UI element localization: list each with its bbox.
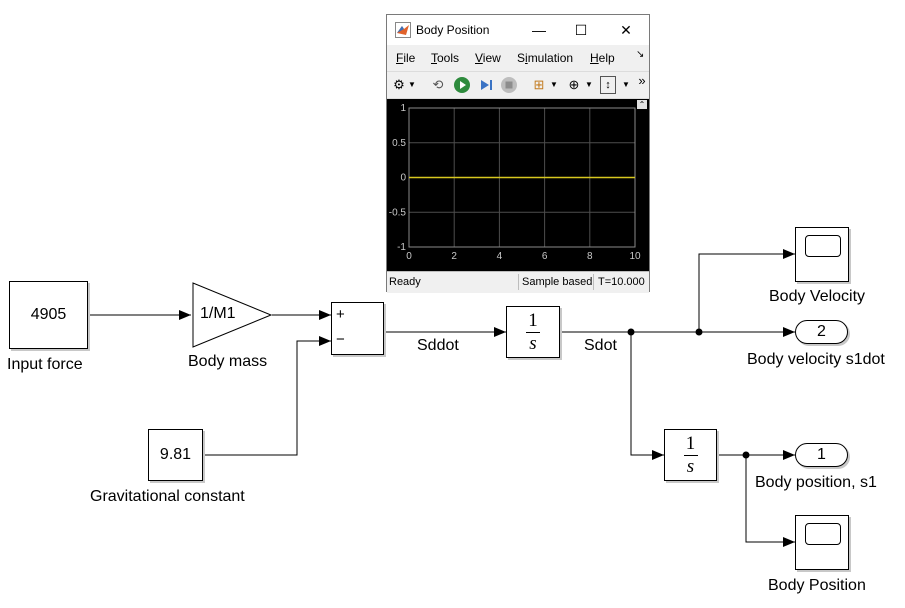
- outport-number: 1: [817, 446, 826, 463]
- scope-plot: 0 2 4 6 8 10 1 0.5 0 -0.5 -1: [389, 103, 641, 262]
- x-tick-label: 0: [406, 251, 412, 262]
- zoom-icon[interactable]: ⊕: [568, 77, 580, 92]
- scope-plot-area: 0 2 4 6 8 10 1 0.5 0 -0.5 -1 ⌃: [387, 99, 649, 271]
- status-time: T=10.000: [593, 274, 645, 290]
- menu-view[interactable]: View: [475, 51, 501, 65]
- scope-block-position[interactable]: [795, 515, 849, 570]
- dropdown-arrow-icon[interactable]: ▼: [622, 80, 630, 89]
- x-tick-label: 2: [451, 251, 457, 262]
- fraction-bar: [526, 331, 540, 333]
- dropdown-arrow-icon[interactable]: ▼: [585, 80, 593, 89]
- x-tick-label: 6: [542, 251, 548, 262]
- body-position-label: Body Position: [768, 577, 866, 594]
- scale-axes-icon[interactable]: ↕: [600, 76, 616, 94]
- step-back-icon[interactable]: ⟲: [432, 77, 444, 92]
- x-tick-label: 4: [497, 251, 503, 262]
- line-branch-to-position-scope: [745, 455, 795, 547]
- gravitational-constant-label: Gravitational constant: [90, 488, 245, 505]
- toolbar-overflow-icon[interactable]: »: [638, 73, 646, 88]
- dropdown-arrow-icon[interactable]: ▼: [408, 80, 416, 89]
- input-force-label: Input force: [7, 356, 83, 373]
- constant-block-input-force[interactable]: 4905: [9, 281, 88, 349]
- scope-block-velocity[interactable]: [795, 227, 849, 282]
- tf-numerator: 1: [528, 309, 538, 331]
- line-branch-to-int2: [630, 332, 664, 460]
- signal-label-sddot: Sddot: [417, 337, 459, 354]
- status-mode: Sample based: [518, 274, 592, 290]
- outport-number: 2: [817, 323, 826, 340]
- body-velocity-label: Body Velocity: [769, 288, 866, 305]
- transfer-function: 1 s: [526, 309, 540, 354]
- menu-bar: File Tools View Simulation Help ↘: [387, 47, 649, 69]
- body-velocity-s1dot-label: Body velocity s1dot: [747, 351, 885, 368]
- menu-simulation[interactable]: Simulation: [517, 51, 574, 65]
- signal-label-sdot: Sdot: [584, 337, 617, 354]
- window-title-bar[interactable]: Body Position — ☐ ✕: [387, 15, 649, 45]
- highlight-icon[interactable]: ⊞: [533, 77, 545, 92]
- gain-value[interactable]: 1/M1: [200, 305, 236, 322]
- constant-value: 4905: [30, 306, 67, 323]
- body-position-s1-label: Body position, s1: [755, 474, 877, 491]
- scope-toolbar: ⚙ ▼ ⟲ ⊞ ▼ ⊕ ▼ ↕ ▼ »: [387, 71, 649, 99]
- y-tick-label: -0.5: [389, 207, 407, 218]
- menu-help[interactable]: Help: [590, 51, 615, 65]
- matlab-icon: [395, 22, 411, 38]
- constant-block-gravity[interactable]: 9.81: [148, 429, 203, 481]
- minimize-icon[interactable]: —: [532, 22, 546, 38]
- integrator-block-1[interactable]: 1 s: [506, 306, 560, 358]
- fraction-bar: [683, 454, 698, 456]
- y-tick-label: -1: [397, 242, 406, 253]
- sum-minus-sign: −: [336, 331, 345, 348]
- y-tick-label: 0.5: [392, 138, 406, 149]
- gain-block-body-mass: [192, 282, 273, 348]
- sum-plus-sign: +: [336, 306, 345, 323]
- sum-block[interactable]: + −: [331, 302, 384, 355]
- body-mass-label: Body mass: [188, 353, 268, 370]
- outport-position[interactable]: 1: [795, 443, 848, 467]
- tf-denominator: s: [529, 332, 537, 354]
- close-icon[interactable]: ✕: [620, 22, 632, 38]
- tf-denominator: s: [686, 455, 695, 477]
- scope-screen-icon: [805, 235, 841, 257]
- outport-velocity[interactable]: 2: [795, 320, 848, 344]
- undock-icon[interactable]: ⌃: [637, 100, 647, 109]
- window-title: Body Position: [416, 23, 490, 37]
- branch-point-position: [742, 451, 750, 459]
- gear-icon[interactable]: ⚙: [393, 77, 405, 92]
- y-tick-label: 0: [400, 173, 406, 184]
- status-bar: Ready Sample based T=10.000: [387, 271, 649, 293]
- x-tick-label: 8: [587, 251, 593, 262]
- y-tick-label: 1: [400, 103, 406, 114]
- dropdown-arrow-icon[interactable]: ▼: [550, 80, 558, 89]
- run-icon[interactable]: [453, 76, 471, 94]
- maximize-icon[interactable]: ☐: [574, 22, 588, 38]
- scope-screen-icon: [805, 523, 841, 545]
- menu-overflow-icon[interactable]: ↘: [636, 49, 645, 60]
- constant-value: 9.81: [159, 446, 192, 463]
- tf-numerator: 1: [685, 432, 696, 454]
- menu-tools[interactable]: Tools: [431, 51, 460, 65]
- stop-icon[interactable]: [500, 76, 518, 94]
- branch-point-velocity: [695, 328, 703, 336]
- line-grav-to-sum: [203, 336, 331, 456]
- x-tick-label: 10: [629, 251, 641, 262]
- status-ready: Ready: [389, 276, 421, 288]
- scope-window[interactable]: Body Position — ☐ ✕ File Tools View Simu…: [386, 14, 650, 293]
- menu-file[interactable]: File: [396, 51, 416, 65]
- line-branch-to-velocity-scope: [698, 249, 795, 332]
- integrator-block-2[interactable]: 1 s: [664, 429, 717, 481]
- transfer-function: 1 s: [683, 432, 698, 477]
- step-forward-icon[interactable]: [477, 76, 495, 94]
- branch-point-sdot: [627, 328, 635, 336]
